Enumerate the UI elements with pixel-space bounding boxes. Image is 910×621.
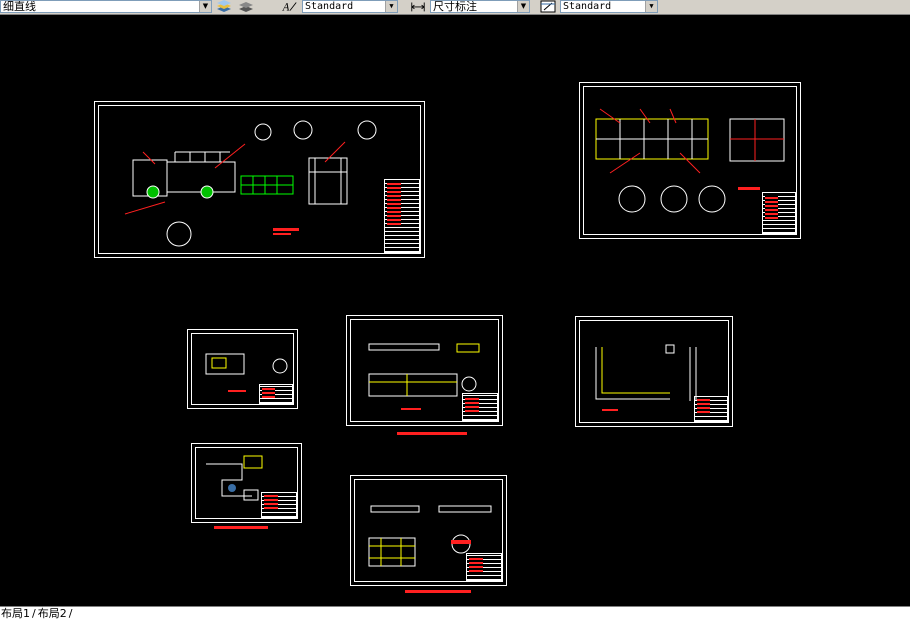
title-block	[694, 396, 728, 422]
text-style-icon[interactable]: A	[282, 0, 298, 13]
title-block	[261, 492, 297, 518]
text-style-value: Standard	[305, 1, 354, 12]
text-style-combo[interactable]: Standard ▼	[302, 0, 398, 13]
dim-style-combo[interactable]: 尺寸标注 ▼	[430, 0, 530, 13]
bracket-drawing	[595, 344, 697, 411]
table-style-combo[interactable]: Standard ▼	[560, 0, 658, 13]
drawing-label	[405, 590, 471, 593]
title-block	[466, 553, 502, 581]
layer-icon[interactable]	[216, 0, 232, 13]
linetype-value: 细直线	[3, 0, 36, 13]
title-block	[762, 192, 796, 234]
title-block	[384, 179, 420, 253]
cargo-box-drawing	[595, 108, 785, 213]
toolbar: 细直线 ▼ A Standard ▼ 尺寸标注 ▼ Standard ▼	[0, 0, 910, 15]
truck-drawing	[124, 120, 377, 247]
drawing-sheet-1[interactable]	[94, 101, 425, 258]
drawing-sheet-4[interactable]	[346, 315, 503, 435]
layout-tab-bar: 布局1/布局2/	[0, 606, 910, 621]
layer-state-icon[interactable]	[238, 0, 254, 13]
drawing-label	[397, 432, 467, 435]
drawing-canvas[interactable]	[0, 15, 910, 606]
title-block	[259, 384, 293, 404]
chevron-down-icon[interactable]: ▼	[385, 1, 397, 12]
drawing-sheet-2[interactable]	[579, 82, 801, 239]
dim-style-value: 尺寸标注	[433, 0, 477, 13]
dim-style-icon[interactable]	[410, 0, 426, 13]
part-drawing	[205, 353, 288, 392]
title-block	[462, 393, 498, 421]
table-style-icon[interactable]	[540, 0, 556, 13]
drawing-label	[214, 526, 268, 529]
drawing-sheet-7[interactable]	[350, 475, 507, 593]
table-style-value: Standard	[563, 1, 612, 12]
svg-text:A: A	[282, 3, 290, 14]
drawing-sheet-5[interactable]	[575, 316, 733, 427]
chevron-down-icon[interactable]: ▼	[645, 1, 657, 12]
linetype-combo[interactable]: 细直线 ▼	[0, 0, 212, 13]
tab-layout-1[interactable]: 布局1	[1, 607, 30, 620]
frame-drawing	[368, 343, 480, 410]
beam-drawing	[368, 505, 492, 567]
hinge-drawing	[206, 455, 263, 501]
drawing-sheet-6[interactable]	[191, 443, 302, 529]
chevron-down-icon[interactable]: ▼	[517, 1, 529, 12]
drawing-sheet-3[interactable]	[187, 329, 298, 409]
tab-layout-2[interactable]: 布局2	[37, 607, 67, 620]
chevron-down-icon[interactable]: ▼	[199, 1, 211, 12]
